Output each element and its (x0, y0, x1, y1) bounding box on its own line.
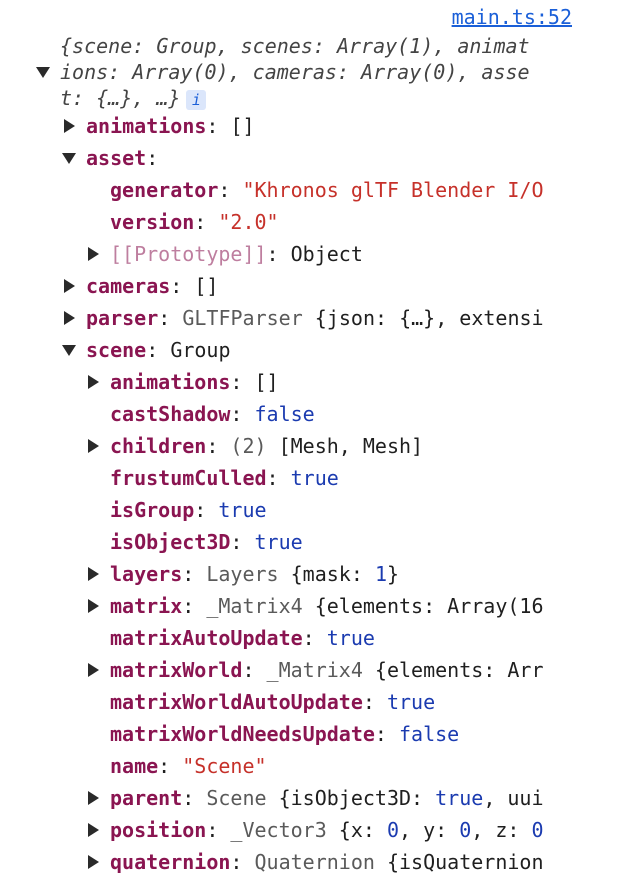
prop-matrixAutoUpdate: matrixAutoUpdate: true (110, 626, 375, 650)
collapse-triangle-icon[interactable] (62, 345, 76, 356)
prop-generator: generator: "Khronos glTF Blender I/O (110, 178, 544, 202)
expand-triangle-icon[interactable] (88, 247, 99, 261)
expand-triangle-icon[interactable] (64, 311, 75, 325)
prop-matrixWorldAutoUpdate: matrixWorldAutoUpdate: true (110, 690, 436, 714)
expand-triangle-icon[interactable] (88, 599, 99, 613)
prop-matrixWorld[interactable]: matrixWorld: _Matrix4 {elements: Arr (0, 654, 628, 686)
prop-isObject3D: isObject3D: true (110, 530, 303, 554)
source-link[interactable]: main.ts:52 (451, 5, 572, 29)
prop-isGroup: isGroup: true (110, 498, 267, 522)
prop-parser[interactable]: parser: GLTFParser {json: {…}, extensi (0, 302, 628, 334)
summary-line-2[interactable]: ions: Array(0), cameras: Array(0), asse (0, 56, 628, 88)
prop-layers[interactable]: layers: Layers {mask: 1} (0, 558, 628, 590)
expand-triangle-icon[interactable] (88, 823, 99, 837)
expand-triangle-icon[interactable] (88, 663, 99, 677)
summary-line-3: t: {…}, …}i (0, 82, 628, 114)
expand-triangle-icon[interactable] (88, 567, 99, 581)
prop-frustumCulled: frustumCulled: true (110, 466, 339, 490)
prop-scene[interactable]: scene: Group (0, 334, 628, 366)
prop-cameras[interactable]: cameras: [] (0, 270, 628, 302)
prop-name: name: "Scene" (110, 754, 267, 778)
expand-triangle-icon[interactable] (64, 279, 75, 293)
expand-triangle-icon[interactable] (88, 439, 99, 453)
info-icon[interactable]: i (186, 89, 207, 110)
prop-matrixWorldNeedsUpdate: matrixWorldNeedsUpdate: false (110, 722, 460, 746)
prop-castShadow: castShadow: false (110, 402, 315, 426)
prop-animations[interactable]: animations: [] (0, 110, 628, 142)
expand-triangle-icon[interactable] (88, 855, 99, 869)
expand-triangle-icon[interactable] (88, 791, 99, 805)
prop-scene-animations[interactable]: animations: [] (0, 366, 628, 398)
summary-line-1: {scene: Group, scenes: Array(1), animat (60, 34, 530, 58)
prop-children[interactable]: children: (2) [Mesh, Mesh] (0, 430, 628, 462)
prop-quaternion[interactable]: quaternion: Quaternion {isQuaternion (0, 846, 628, 878)
prop-parent[interactable]: parent: Scene {isObject3D: true, uui (0, 782, 628, 814)
prop-position[interactable]: position: _Vector3 {x: 0, y: 0, z: 0 (0, 814, 628, 846)
collapse-triangle-icon[interactable] (62, 153, 76, 164)
prop-matrix[interactable]: matrix: _Matrix4 {elements: Array(16 (0, 590, 628, 622)
expand-triangle-icon[interactable] (64, 119, 75, 133)
prop-asset[interactable]: asset: (0, 142, 628, 174)
prop-prototype[interactable]: [[Prototype]]: Object (0, 238, 628, 270)
expand-triangle-icon[interactable] (88, 375, 99, 389)
collapse-triangle-icon[interactable] (36, 67, 50, 78)
prop-version: version: "2.0" (110, 210, 279, 234)
